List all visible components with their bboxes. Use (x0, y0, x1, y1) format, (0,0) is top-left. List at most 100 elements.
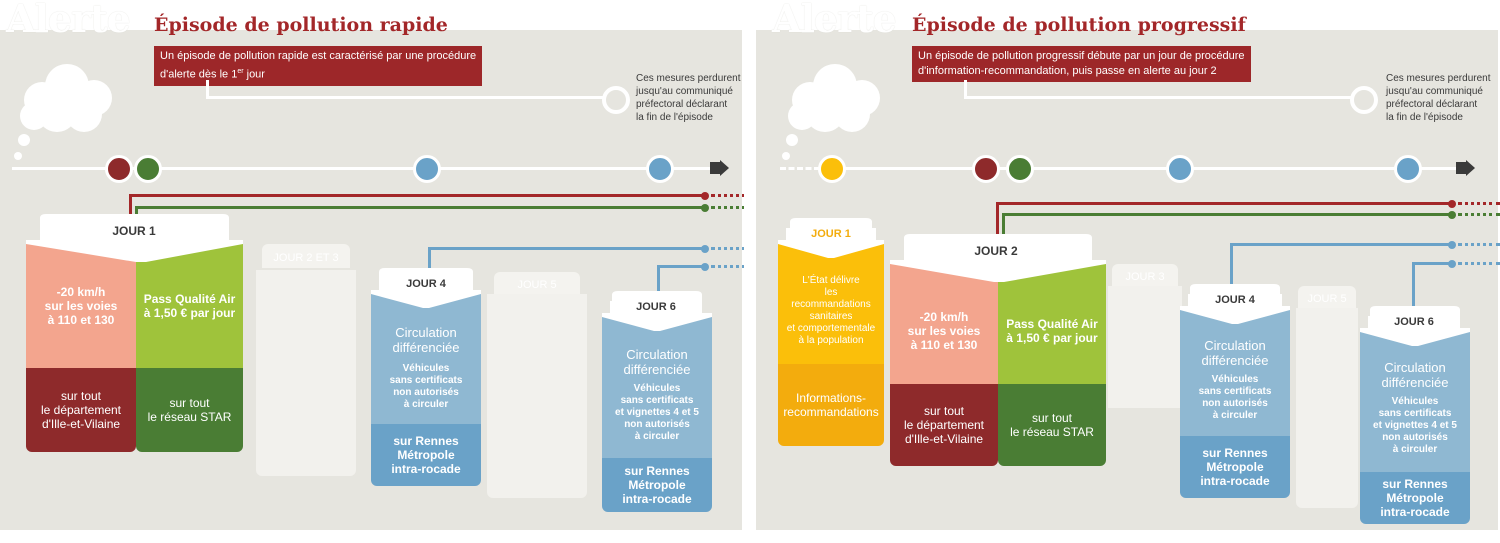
duration-tail (711, 194, 744, 197)
alert-word: Alerte (6, 0, 131, 41)
duration-line-blue (657, 265, 660, 295)
timeline-arrow-icon (710, 162, 720, 174)
duration-line-blue (1412, 262, 1415, 308)
day-tab-shape (26, 214, 243, 262)
duration-dot (701, 245, 709, 253)
duration-dot (701, 204, 709, 212)
duration-tail (1458, 202, 1500, 205)
timeline-node-red (972, 155, 1000, 183)
day-tab-label: JOUR 2 ET 3 (262, 244, 350, 268)
day-tab-label: JOUR 6 (610, 301, 702, 313)
day-tab-label: JOUR 1 (786, 228, 876, 240)
timeline-dashed (780, 167, 820, 170)
duration-tail (711, 247, 744, 250)
bracket-line (964, 80, 967, 98)
duration-tail (1458, 262, 1500, 265)
day-tab-label: JOUR 4 (379, 278, 473, 290)
duration-line-red (996, 202, 1452, 205)
day-tab-label: JOUR 4 (1188, 294, 1282, 306)
cloud-icon (782, 64, 880, 160)
day-tab-label: JOUR 2 (946, 244, 1046, 258)
panel-progressive: Alerte Épisode de pollution progressif U… (756, 0, 1500, 530)
duration-tail (1458, 213, 1500, 216)
duration-dot (1448, 200, 1456, 208)
duration-line-green (1002, 213, 1005, 236)
day-tab-label: JOUR 3 (1112, 264, 1178, 286)
panel-rapid: Alerte Épisode de pollution rapide Un ép… (0, 0, 744, 530)
duration-dot (1448, 260, 1456, 268)
timeline-node-blue (413, 155, 441, 183)
bracket-line (206, 96, 606, 99)
duration-line-green (135, 206, 705, 209)
timeline (820, 167, 1458, 170)
duration-line-green (1002, 213, 1452, 216)
bracket-line (964, 96, 1354, 99)
duration-line-blue (1230, 243, 1233, 288)
duration-dot (1448, 211, 1456, 219)
end-marker-icon (602, 86, 630, 114)
duration-line-green (135, 206, 138, 220)
measure-information-bottom: Informations-recommandations (778, 364, 884, 446)
duration-line-blue (1412, 262, 1452, 265)
day-tab-shape (890, 234, 1106, 282)
day-column-empty (1108, 286, 1182, 408)
day-tab-label: JOUR 6 (1368, 316, 1460, 328)
duration-dot (701, 263, 709, 271)
duration-tail (711, 206, 744, 209)
duration-line-blue (428, 247, 705, 250)
day-tab-label: JOUR 1 (84, 224, 184, 238)
description-line: d'information-recommandation, puis passe… (918, 65, 1217, 77)
alert-word: Alerte (772, 0, 897, 41)
timeline-node-red (105, 155, 133, 183)
panel-title: Épisode de pollution rapide (154, 14, 448, 36)
duration-line-red (129, 194, 132, 220)
timeline-node-yellow (818, 155, 846, 183)
timeline-node-blue (1394, 155, 1422, 183)
end-marker-icon (1350, 86, 1378, 114)
day-column-empty (487, 294, 587, 498)
timeline-arrow-icon (1456, 162, 1466, 174)
panel-title: Épisode de pollution progressif (912, 14, 1246, 36)
duration-line-blue (1230, 243, 1452, 246)
timeline-node-green (134, 155, 162, 183)
timeline-node-blue (646, 155, 674, 183)
panel-description: Un épisode de pollution progressif début… (912, 46, 1251, 82)
cloud-icon (14, 64, 112, 160)
day-tab-label: JOUR 5 (494, 272, 580, 294)
timeline-arrow-icon (1466, 160, 1475, 176)
duration-tail (1458, 243, 1500, 246)
description-line: Un épisode de pollution progressif début… (918, 50, 1245, 62)
timeline-node-blue (1166, 155, 1194, 183)
day-column-empty (256, 270, 356, 476)
duration-line-red (129, 194, 705, 197)
duration-line-blue (428, 247, 431, 272)
timeline (12, 167, 712, 170)
duration-dot (701, 192, 709, 200)
duration-tail (711, 265, 744, 268)
duration-line-blue (657, 265, 705, 268)
bracket-line (206, 80, 209, 98)
